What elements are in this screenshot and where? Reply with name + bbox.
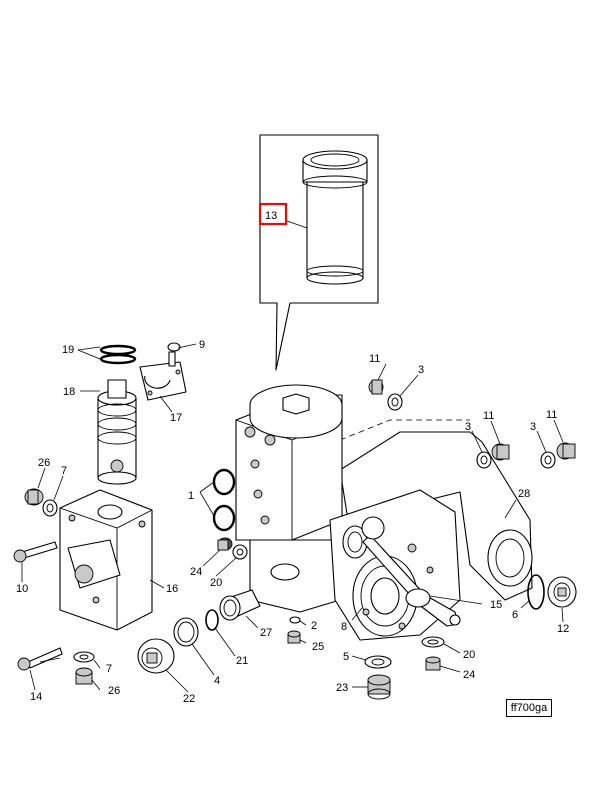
callout-6: 6 xyxy=(512,609,518,621)
fitting-part-27[interactable] xyxy=(219,589,261,621)
bolt-part-14[interactable] xyxy=(17,647,63,671)
washer-part-3c[interactable] xyxy=(540,451,556,469)
callout-24b: 24 xyxy=(463,669,475,681)
screw-part-9[interactable] xyxy=(167,342,181,367)
plug-part-12[interactable] xyxy=(547,576,577,608)
fitting-part-11b[interactable] xyxy=(491,443,510,461)
washer-part-20a[interactable] xyxy=(232,544,248,560)
callout-18: 18 xyxy=(63,386,75,398)
o-ring-part-1[interactable] xyxy=(212,468,236,532)
callout-28: 28 xyxy=(518,488,530,500)
washer-part-5[interactable] xyxy=(364,655,392,669)
washer-part-20b[interactable] xyxy=(421,636,445,648)
callout-21: 21 xyxy=(236,655,248,667)
callout-11a: 11 xyxy=(369,353,380,365)
ring-part-6[interactable] xyxy=(527,574,545,610)
callout-23: 23 xyxy=(336,682,348,694)
plate-part-17[interactable] xyxy=(139,361,187,401)
callout-26a: 26 xyxy=(38,457,50,469)
plug-part-23[interactable] xyxy=(367,674,391,700)
callout-16: 16 xyxy=(166,583,178,595)
callout-1: 1 xyxy=(188,490,194,502)
washer-part-7a[interactable] xyxy=(42,499,58,517)
callout-3b: 3 xyxy=(465,421,471,433)
callout-3a: 3 xyxy=(418,364,424,376)
callout-10: 10 xyxy=(16,583,28,595)
plug-part-24b[interactable] xyxy=(425,656,441,671)
callout-15: 15 xyxy=(490,599,502,611)
callout-5: 5 xyxy=(343,651,349,663)
callout-20b: 20 xyxy=(463,649,475,661)
callout-3c: 3 xyxy=(530,421,536,433)
leader-lines xyxy=(21,343,564,693)
plug-part-25[interactable] xyxy=(287,630,301,644)
plug-part-26b[interactable] xyxy=(75,667,93,685)
washer-part-2[interactable] xyxy=(289,616,301,624)
callout-24a: 24 xyxy=(190,566,202,578)
callout-14: 14 xyxy=(30,691,42,703)
detail-callout xyxy=(258,134,379,371)
callout-25: 25 xyxy=(312,641,324,653)
callout-4: 4 xyxy=(214,675,220,687)
callout-22: 22 xyxy=(183,693,195,705)
callout-12: 12 xyxy=(557,623,569,635)
washer-part-3a[interactable] xyxy=(387,393,403,411)
callout-2: 2 xyxy=(311,620,317,632)
spool-part-18[interactable] xyxy=(97,379,137,485)
valve-block-part-16[interactable] xyxy=(59,489,153,631)
plug-part-26a[interactable] xyxy=(24,488,44,506)
seal-part-4[interactable] xyxy=(173,617,199,647)
callout-11c: 11 xyxy=(546,409,557,421)
callout-13: 13 xyxy=(265,210,277,222)
callout-20a: 20 xyxy=(210,577,222,589)
washer-part-3b[interactable] xyxy=(476,451,492,469)
bolt-part-10[interactable] xyxy=(13,541,58,563)
pump-body[interactable] xyxy=(235,384,533,641)
callout-labels: 13 19 9 18 17 26 7 1 10 16 24 20 27 2 25… xyxy=(16,210,569,705)
highlight-box xyxy=(258,202,288,226)
callout-19: 19 xyxy=(62,344,74,356)
callout-17: 17 xyxy=(170,412,182,424)
callout-8: 8 xyxy=(341,621,347,633)
callout-9: 9 xyxy=(199,339,205,351)
o-ring-part-19[interactable] xyxy=(99,344,137,365)
figure-reference-code: ff700ga xyxy=(506,699,552,717)
plug-part-24a[interactable] xyxy=(217,537,233,551)
sleeve-part-13[interactable] xyxy=(302,150,368,285)
ring-part-21[interactable] xyxy=(205,609,219,631)
fitting-part-11c[interactable] xyxy=(556,442,576,460)
callout-7a: 7 xyxy=(61,465,67,477)
callout-11b: 11 xyxy=(483,410,494,422)
callout-7b: 7 xyxy=(106,663,112,675)
washer-part-7b[interactable] xyxy=(73,651,95,663)
callout-27: 27 xyxy=(260,627,272,639)
plug-part-22[interactable] xyxy=(137,638,175,674)
callout-26b: 26 xyxy=(108,685,120,697)
fitting-part-11a[interactable] xyxy=(368,379,384,395)
